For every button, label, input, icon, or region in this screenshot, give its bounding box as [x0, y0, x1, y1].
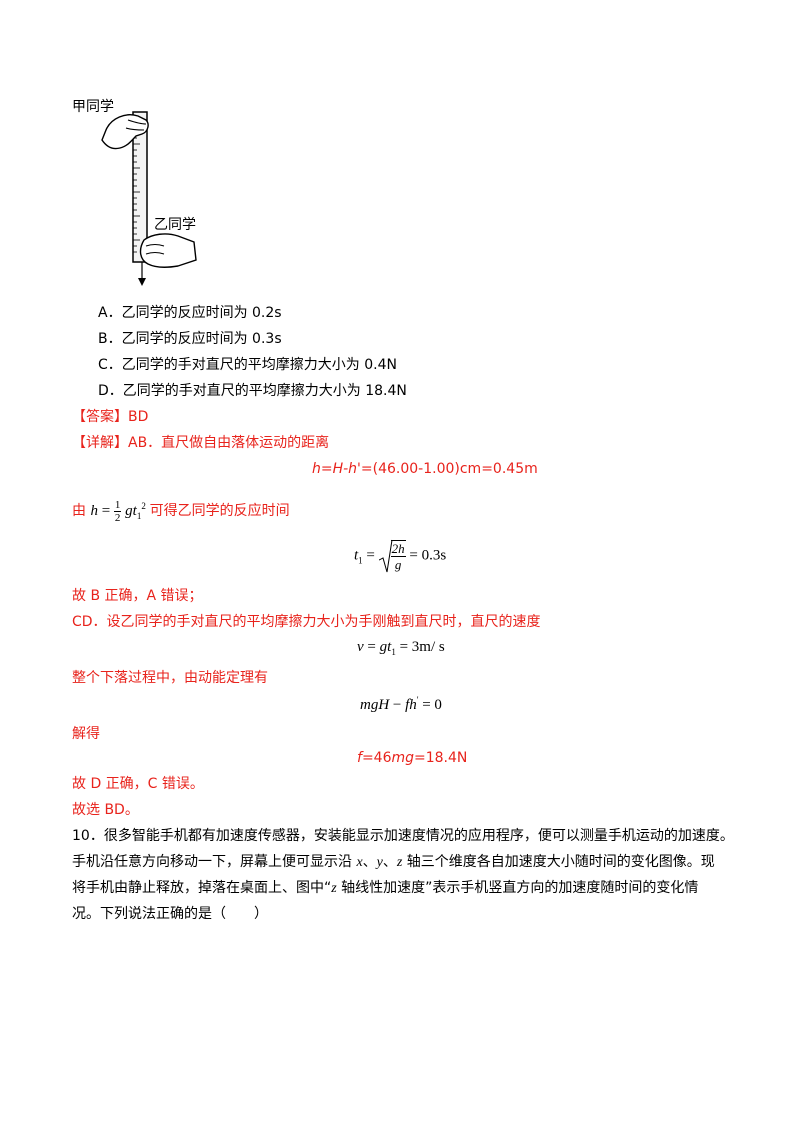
detail-line-1: 【详解】AB．直尺做自由落体运动的距离: [72, 433, 329, 453]
option-d: D．乙同学的手对直尺的平均摩擦力大小为 18.4N: [98, 381, 407, 401]
detail-line-cd: CD．设乙同学的手对直尺的平均摩擦力大小为手刚触到直尺时，直尺的速度: [72, 614, 541, 630]
sqrt-icon: [378, 539, 393, 573]
option-text: 乙同学的手对直尺的平均摩擦力大小为 18.4N: [122, 383, 407, 399]
equation-velocity: v = gt1 = 3m/ s: [357, 639, 445, 657]
question-text-1: 很多智能手机都有加速度传感器，安装能显示加速度情况的应用程序，便可以测量手机运动…: [103, 828, 734, 844]
option-text: 乙同学的手对直尺的平均摩擦力大小为 0.4N: [121, 357, 397, 373]
eq-h-formula: h=H-h': [312, 461, 361, 477]
option-c: C．乙同学的手对直尺的平均摩擦力大小为 0.4N: [98, 355, 397, 375]
detail-ab-text: AB．直尺做自由落体运动的距离: [128, 435, 330, 451]
ruler-illustration: [101, 111, 197, 286]
conclusion-2: 故 D 正确，C 错误。: [72, 776, 204, 792]
option-letter: A．: [98, 305, 122, 321]
answer-line: 【答案】BD: [72, 407, 148, 427]
answer-tag: 【答案】: [72, 409, 128, 425]
equation-friction: f=46mg=18.4N: [357, 750, 468, 766]
conclusion-1: 故 B 正确，A 错误；: [72, 588, 203, 604]
option-letter: B．: [98, 331, 122, 347]
question-10-line-3: 将手机由静止释放，掉落在桌面上、图中“z 轴线性加速度”表示手机竖直方向的加速度…: [72, 880, 699, 896]
question-10-line-2: 手机沿任意方向移动一下，屏幕上便可显示沿 x、y、z 轴三个维度各自加速度大小随…: [72, 854, 715, 870]
option-a: A．乙同学的反应时间为 0.2s: [98, 303, 282, 323]
option-letter: D．: [98, 383, 123, 399]
eq-energy-result: = 0: [422, 697, 442, 713]
option-letter: C．: [98, 357, 122, 373]
energy-line: 整个下落过程中，由动能定理有: [72, 670, 268, 686]
question-text-2b: 轴三个维度各自加速度大小随时间的变化图像。现: [406, 854, 715, 870]
eq-distance-rest: =(46.00-1.00)cm=0.45m: [360, 461, 538, 477]
question-10-line-1: 10．很多智能手机都有加速度传感器，安装能显示加速度情况的应用程序，便可以测量手…: [72, 826, 734, 846]
by-suffix: 可得乙同学的反应时间: [149, 503, 290, 519]
label-jia: 甲同学: [72, 99, 114, 115]
question-text-3a: 将手机由静止释放，掉落在桌面上、图中“: [72, 880, 332, 896]
detail-tag: 【详解】: [72, 435, 128, 451]
ruler-figure: 甲同学 乙同学: [66, 90, 226, 290]
option-text: 乙同学的反应时间为 0.2s: [121, 305, 282, 321]
answer-value: BD: [128, 409, 149, 425]
question-10-line-4: 况。下列说法正确的是（ ）: [72, 906, 268, 922]
eq-time-result: = 0.3s: [409, 547, 447, 564]
axis-xyz: x: [356, 855, 363, 870]
question-text-2a: 手机沿任意方向移动一下，屏幕上便可显示沿: [72, 854, 357, 870]
by-prefix: 由: [72, 503, 86, 519]
question-text-3b: 轴线性加速度”表示手机竖直方向的加速度随时间的变化情: [336, 880, 699, 896]
equation-distance: h=H-h'=(46.00-1.00)cm=0.45m: [312, 459, 538, 479]
option-b: B．乙同学的反应时间为 0.3s: [98, 329, 282, 349]
label-yi: 乙同学: [154, 217, 196, 233]
option-text: 乙同学的反应时间为 0.3s: [121, 331, 282, 347]
question-number: 10．: [72, 828, 104, 844]
solve-line: 解得: [72, 726, 100, 742]
eq-friction-rest: =18.4N: [414, 750, 468, 766]
equation-energy: mgH − fh' = 0: [360, 695, 442, 713]
eq-velocity-result: = 3m/ s: [399, 639, 445, 655]
choose-line: 故选 BD。: [72, 802, 139, 818]
